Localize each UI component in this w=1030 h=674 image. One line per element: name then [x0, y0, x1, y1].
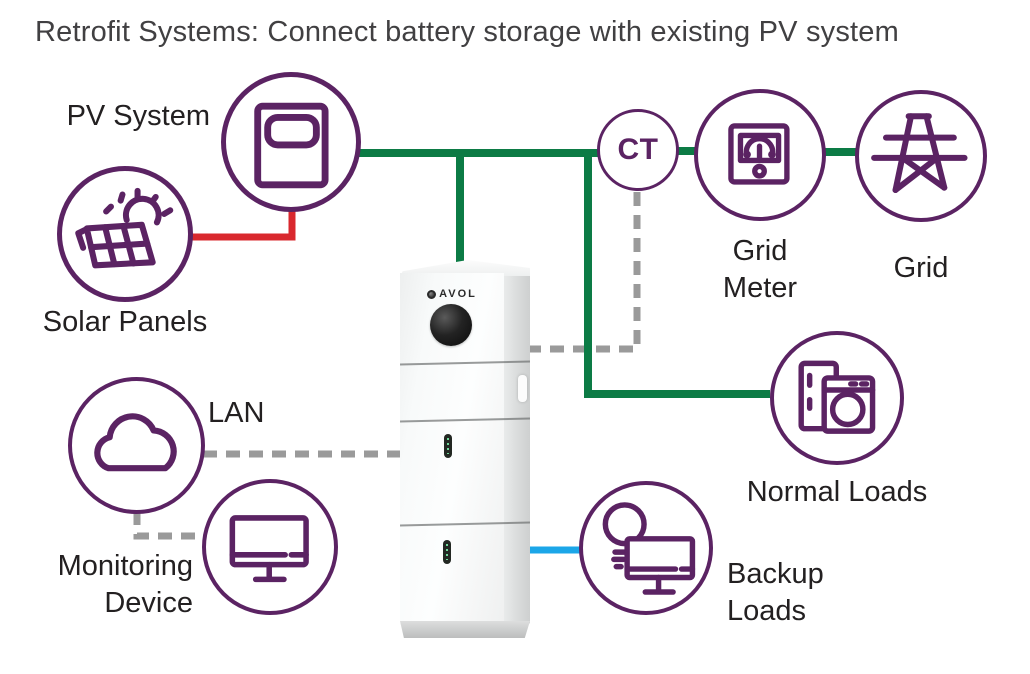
- battery-led-indicator: [444, 434, 452, 458]
- node-ct: CT: [597, 109, 679, 191]
- grid-meter-label: Grid Meter: [722, 235, 798, 304]
- bulb-monitor-icon: [602, 501, 695, 595]
- dashed-line-lan-to-monitoring-device: [133, 511, 203, 540]
- appliances-icon: [797, 360, 875, 434]
- node-normal-loads: [770, 331, 904, 465]
- diagram-title: Retrofit Systems: Connect battery storag…: [35, 16, 899, 48]
- pylon-icon: [871, 113, 969, 194]
- pv-system-label: PV System: [66, 100, 210, 132]
- node-backup-loads: [579, 481, 713, 615]
- green-line-to-normal-loads: [584, 150, 770, 398]
- brand-logo-icon: [427, 289, 437, 299]
- node-grid-meter: [694, 89, 826, 221]
- brand-name: AVOL: [439, 288, 477, 300]
- node-pv-system: [221, 72, 361, 212]
- battery-storage-tower: AVOL: [398, 260, 532, 640]
- lan-label: LAN: [208, 397, 265, 429]
- solar-panel-icon: [74, 187, 173, 268]
- inverter-icon: [253, 102, 329, 188]
- battery-base: [400, 621, 530, 638]
- battery-display-screen: [430, 304, 472, 346]
- node-lan: [68, 377, 205, 514]
- dashed-line-ct-to-battery: [527, 192, 641, 353]
- node-solar-panels: [57, 166, 193, 302]
- cloud-icon: [93, 412, 177, 471]
- battery-side-handle: [518, 375, 527, 402]
- meter-icon: [728, 123, 791, 186]
- battery-side-face: [504, 268, 530, 624]
- normal-loads-label: Normal Loads: [746, 476, 928, 508]
- red-line-solar-to-pv-system: [191, 205, 296, 241]
- node-monitoring-device: [202, 479, 338, 615]
- node-grid: [855, 90, 987, 222]
- battery-brand: AVOL: [400, 288, 504, 300]
- ct-label: CT: [617, 133, 659, 166]
- solar-panels-label: Solar Panels: [42, 306, 208, 338]
- grid-label: Grid: [893, 252, 949, 284]
- monitor-icon: [229, 514, 309, 582]
- monitoring-device-label: Monitoring Device: [57, 550, 193, 619]
- backup-loads-label: Backup Loads: [727, 558, 824, 627]
- battery-led-indicator: [443, 540, 451, 564]
